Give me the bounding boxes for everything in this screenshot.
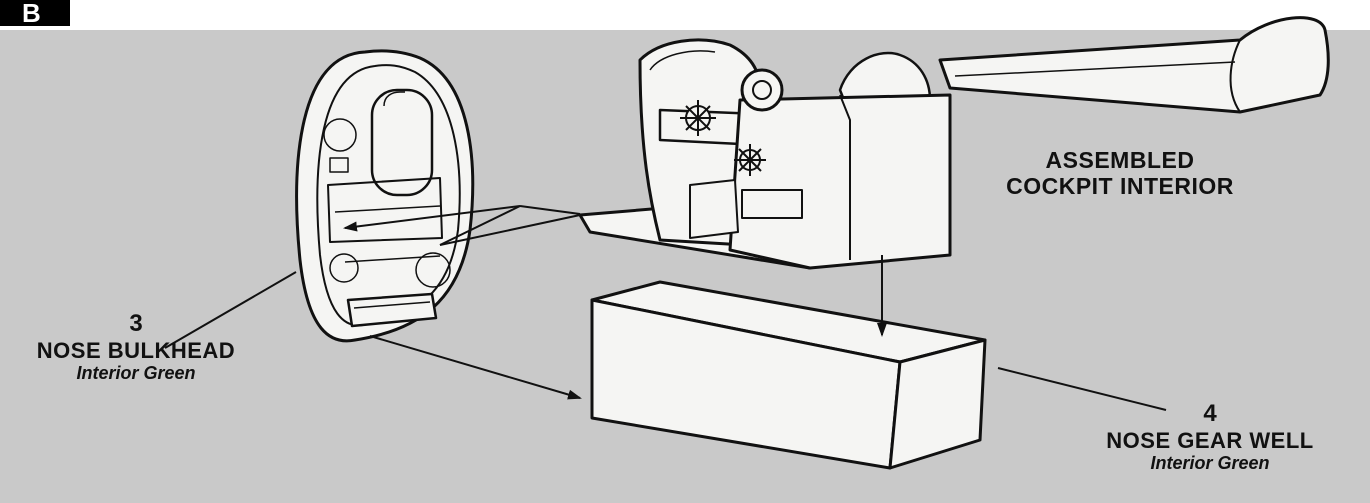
part-number-4: 4 bbox=[1070, 400, 1350, 428]
nose-gear-well-label: 4 NOSE GEAR WELL Interior Green bbox=[1070, 400, 1350, 474]
paint-color-nose-bulkhead: Interior Green bbox=[0, 363, 272, 384]
nose-bulkhead-label: 3 NOSE BULKHEAD Interior Green bbox=[0, 310, 272, 384]
paint-color-nose-gear-well: Interior Green bbox=[1070, 453, 1350, 474]
part-name-nose-bulkhead: NOSE BULKHEAD bbox=[0, 338, 272, 363]
step-badge-letter: B bbox=[22, 0, 41, 28]
part-name-nose-gear-well: NOSE GEAR WELL bbox=[1070, 428, 1350, 453]
cockpit-label-line1: ASSEMBLED bbox=[970, 147, 1270, 173]
step-badge: B bbox=[0, 0, 70, 28]
cockpit-label-line2: COCKPIT INTERIOR bbox=[970, 173, 1270, 199]
cockpit-interior-label: ASSEMBLED COCKPIT INTERIOR bbox=[970, 147, 1270, 200]
part-number-3: 3 bbox=[0, 310, 272, 338]
